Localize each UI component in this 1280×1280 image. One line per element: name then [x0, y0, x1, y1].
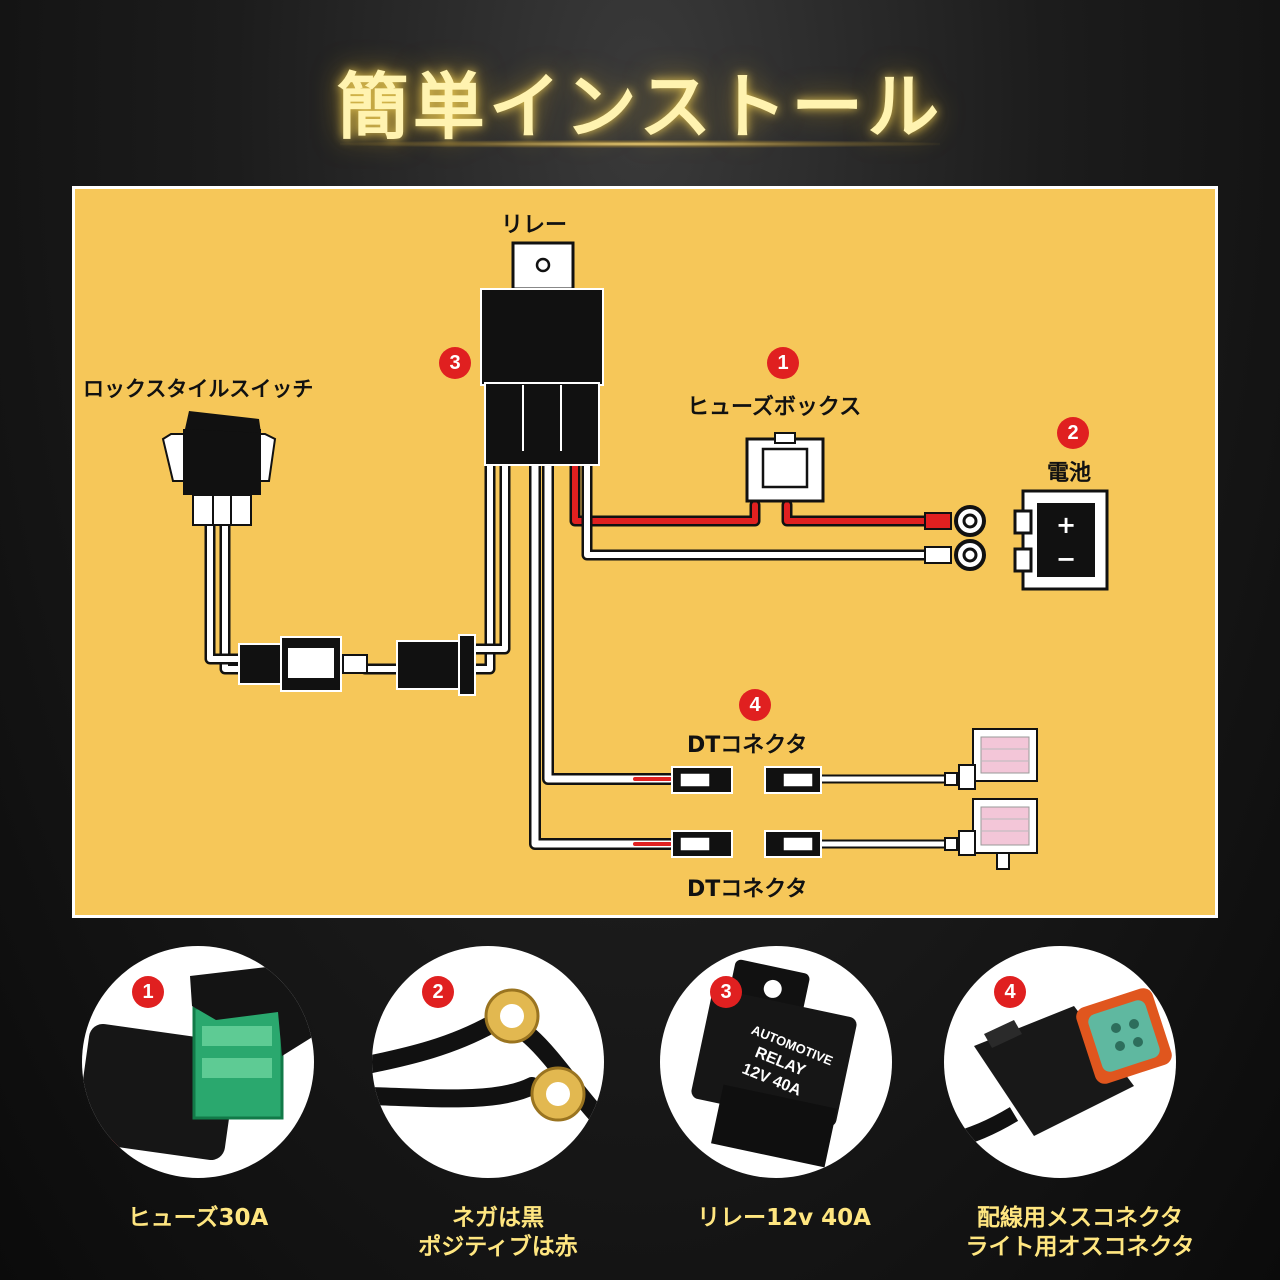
- part-number-1: 1: [132, 976, 164, 1008]
- caption-terminals: ネガは黒 ポジティブは赤: [338, 1204, 658, 1262]
- title-underline-glow: [340, 140, 940, 148]
- relay-label: リレー: [501, 213, 568, 238]
- caption-fuse: ヒューズ30A: [38, 1204, 358, 1233]
- dt-connector-top-icon: [671, 766, 822, 794]
- switch-connector-icon: [238, 634, 476, 696]
- battery-label: 電池: [1047, 461, 1092, 486]
- part-number-4: 4: [994, 976, 1026, 1008]
- marker-1: 1: [767, 347, 799, 379]
- part-number-2: 2: [422, 976, 454, 1008]
- battery-plus-sign: +: [1056, 511, 1076, 539]
- caption-dt-line-1: 配線用メスコネクタ: [976, 1205, 1184, 1231]
- marker-3: 3: [439, 347, 471, 379]
- part-photo-fuse: 1: [82, 946, 314, 1178]
- fuse-box-label: ヒューズボックス: [687, 395, 862, 420]
- dt-connector-bottom-icon: [671, 830, 822, 858]
- battery-minus-sign: −: [1056, 545, 1076, 573]
- relay-icon: [480, 241, 604, 466]
- fuse-box-icon: [745, 432, 825, 503]
- ring-terminal-positive-icon: [924, 505, 986, 537]
- part-photo-dt-connector: 4: [944, 946, 1176, 1178]
- battery-icon: [1013, 489, 1109, 591]
- wire-relay-light-1: [542, 455, 676, 785]
- caption-terminals-line-2: ポジティブは赤: [418, 1234, 578, 1260]
- switch-label: ロックスタイルスイッチ: [83, 377, 314, 401]
- caption-dt-connector: 配線用メスコネクタ ライト用オスコネクタ: [920, 1204, 1240, 1262]
- caption-relay: リレー12v 40A: [624, 1204, 944, 1233]
- led-light-top-icon: [944, 728, 1038, 790]
- wiring-diagram-panel: + −: [72, 186, 1218, 918]
- caption-relay-line-1: リレー12v 40A: [697, 1205, 871, 1231]
- marker-2: 2: [1057, 417, 1089, 449]
- led-light-bottom-icon: [944, 798, 1038, 870]
- marker-4: 4: [739, 689, 771, 721]
- dt-connector-label-bottom: DTコネクタ: [687, 877, 808, 902]
- caption-terminals-line-1: ネガは黒: [452, 1205, 544, 1231]
- part-number-3: 3: [710, 976, 742, 1008]
- caption-fuse-line-1: ヒューズ30A: [127, 1205, 269, 1231]
- part-photo-ring-terminals: 2: [372, 946, 604, 1178]
- rocker-switch-icon: [161, 411, 277, 526]
- wiring-diagram: + −: [161, 241, 1109, 870]
- ring-terminal-negative-icon: [924, 539, 986, 571]
- caption-dt-line-2: ライト用オスコネクタ: [965, 1234, 1195, 1260]
- page-title: 簡単インストール: [336, 65, 944, 149]
- wire-switch-relay: [219, 455, 496, 675]
- dt-connector-label-top: DTコネクタ: [687, 733, 808, 758]
- part-photo-relay: AUTOMOTIVE RELAY 12V 40A 3: [660, 946, 892, 1178]
